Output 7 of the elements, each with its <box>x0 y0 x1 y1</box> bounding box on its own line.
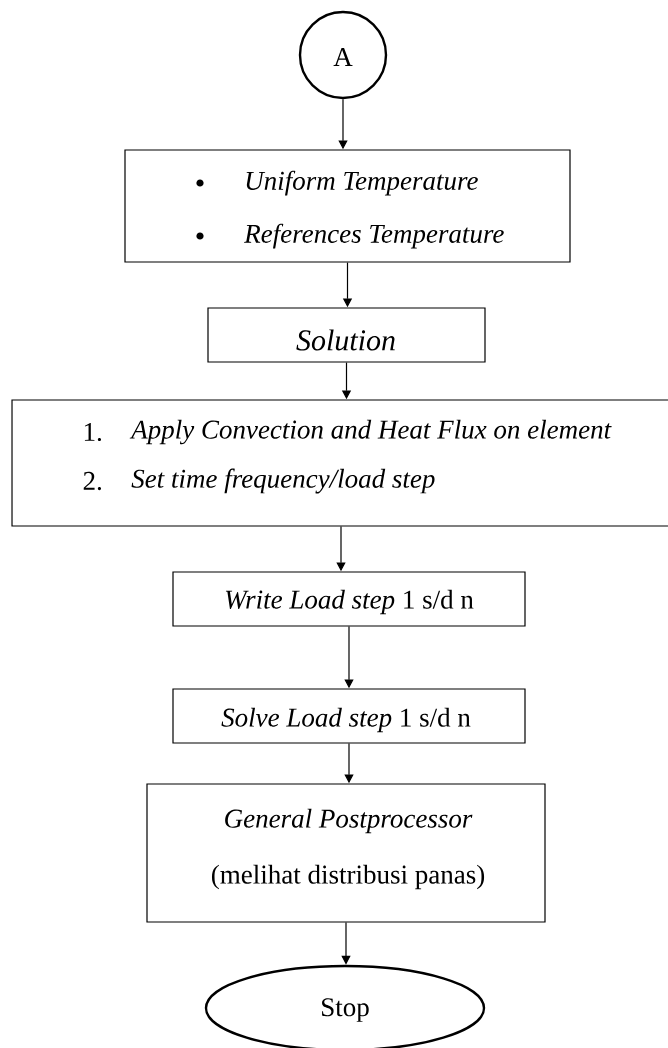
arrow <box>341 922 351 965</box>
process-box: Solve Load step 1 s/d n <box>172 688 526 744</box>
process-box: 1. Apply Convection and Heat Flux on element 2. Set time frequency/load step <box>11 399 668 527</box>
process-box: Solution <box>207 307 486 363</box>
process-box: Uniform Temperature References Temperature <box>124 149 571 263</box>
process-box: General Postprocessor (melihat distribusi panas) <box>146 783 546 923</box>
process-box: Write Load step 1 s/d n <box>172 571 526 627</box>
